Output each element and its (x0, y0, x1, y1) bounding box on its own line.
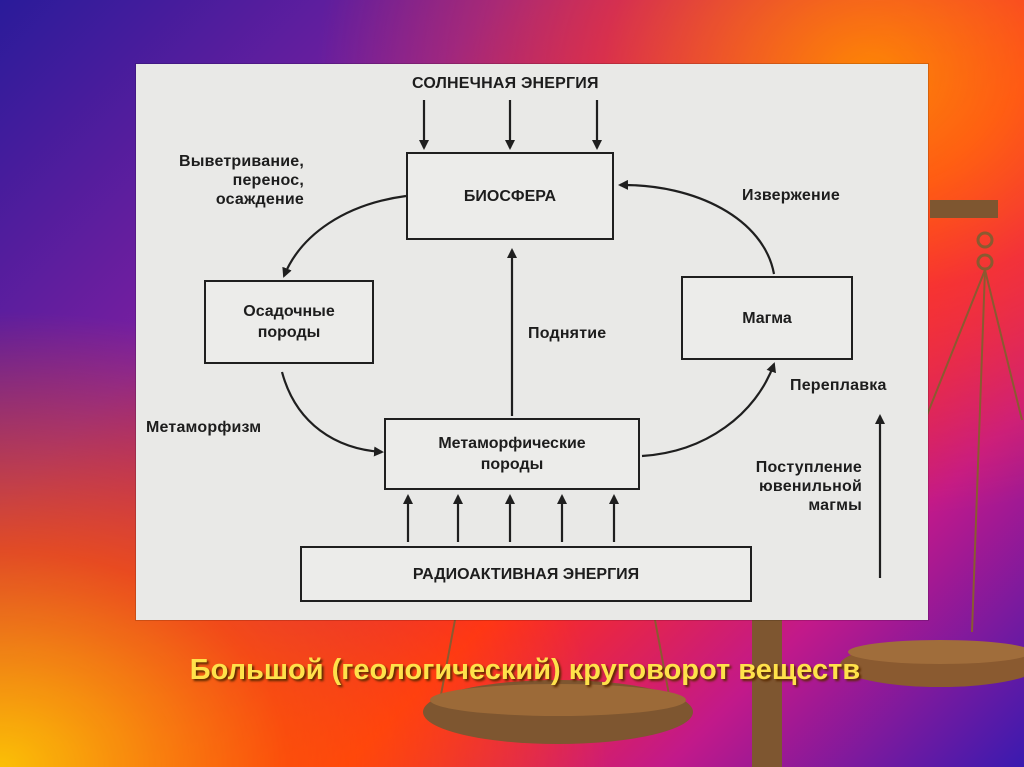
remelting-arrow (641, 362, 776, 458)
solar-energy-label: СОЛНЕЧНАЯ ЭНЕРГИЯ (412, 75, 599, 92)
magma-label: Магма (742, 309, 792, 327)
juvenile-magma-label: Поступление ювенильной магмы (755, 459, 862, 514)
slide-caption: Большой (геологический) круговорот вещес… (189, 654, 861, 686)
eruption-label: Извержение (742, 187, 840, 204)
diagram-arrows (280, 100, 885, 578)
radioactive-label: РАДИОАКТИВНАЯ ЭНЕРГИЯ (412, 565, 640, 583)
radioactive-energy-box: РАДИОАКТИВНАЯ ЭНЕРГИЯ (300, 546, 752, 602)
weathering-label: Выветривание, перенос, осаждение (179, 153, 304, 208)
metamorphism-arrow (280, 371, 384, 457)
scale-beam (930, 200, 998, 218)
scale-post (752, 610, 782, 767)
metamorphic-label: Метаморфические породы (438, 435, 586, 473)
eruption-arrow (618, 179, 776, 275)
magma-box: Магма (681, 276, 853, 360)
weathering-arrow (282, 194, 407, 278)
sedimentary-rocks-box: Осадочные породы (204, 280, 374, 364)
sedimentary-label: Осадочные породы (243, 303, 335, 341)
metamorphic-rocks-box: Метаморфические породы (384, 418, 640, 490)
diagram-panel: СОЛНЕЧНАЯ ЭНЕРГИЯ БИОСФЕРА Выветривание,… (136, 64, 928, 620)
remelting-label: Переплавка (790, 377, 887, 394)
metamorphism-label: Метаморфизм (146, 419, 262, 436)
uplift-label: Поднятие (528, 325, 607, 342)
biosphere-label: БИОСФЕРА (463, 187, 557, 205)
biosphere-box: БИОСФЕРА (406, 152, 614, 240)
